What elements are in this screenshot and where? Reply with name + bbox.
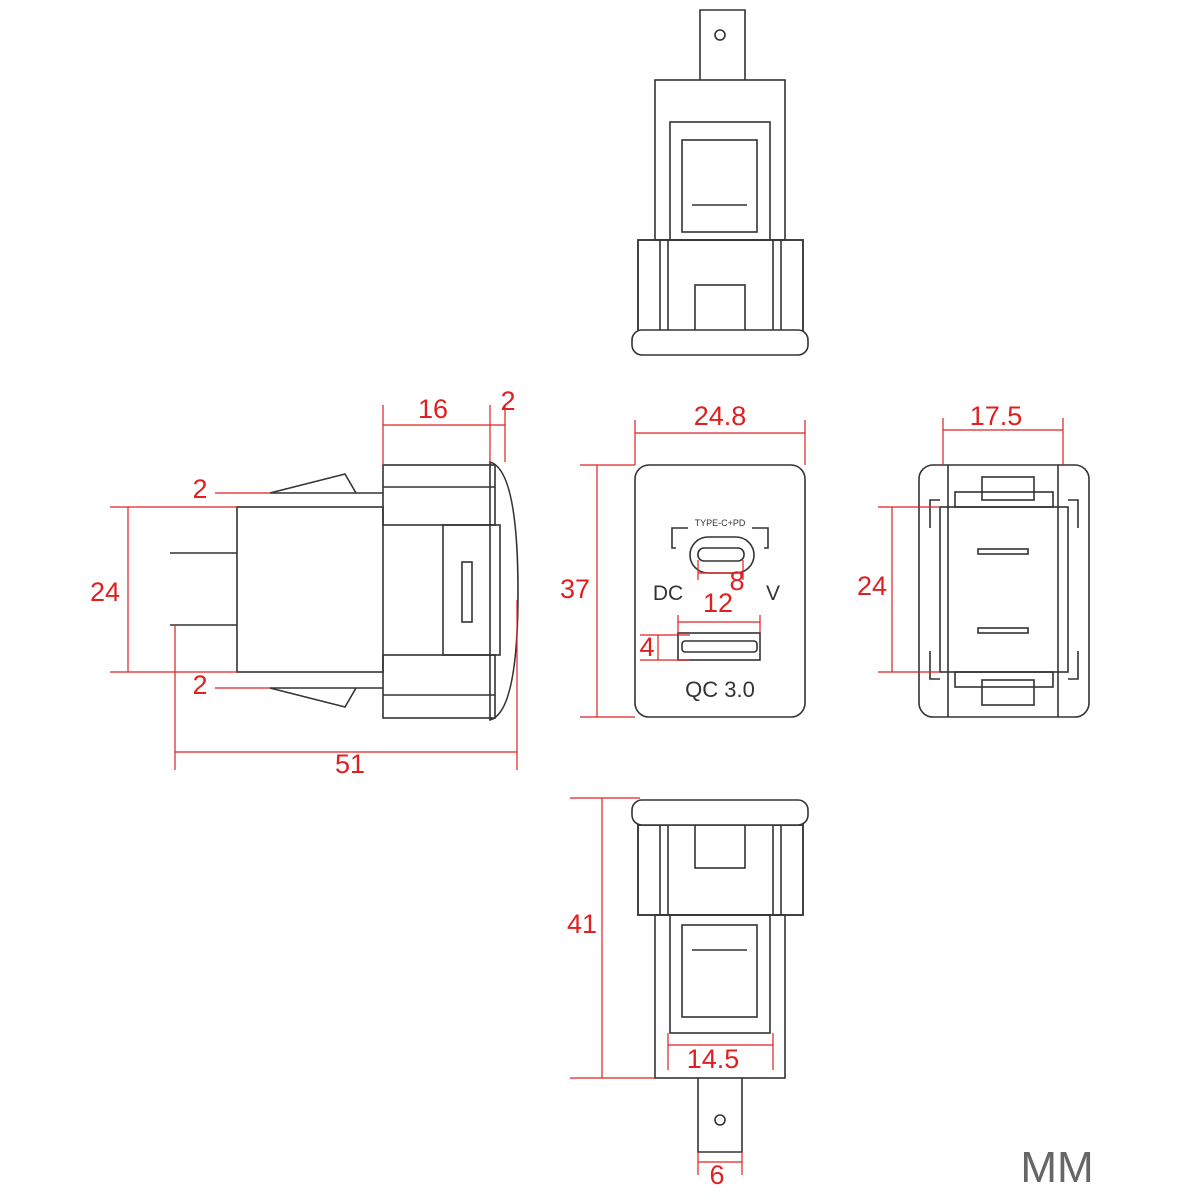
front-view: TYPE-C+PD DC V QC 3.0 <box>634 464 806 718</box>
dim-37: 37 <box>560 574 590 604</box>
dim-24-side: 24 <box>90 577 120 607</box>
dim-4: 4 <box>639 632 654 662</box>
v-label: V <box>766 582 780 605</box>
side-view <box>170 460 519 722</box>
unit-label: MM <box>1020 1143 1093 1192</box>
dim-17-5: 17.5 <box>970 401 1023 431</box>
back-view <box>918 464 1090 718</box>
dim-2-bottom: 2 <box>192 670 207 700</box>
dim-2-flange: 2 <box>500 386 515 416</box>
typec-label: TYPE-C+PD <box>695 518 746 528</box>
top-view <box>631 9 809 356</box>
qc-label: QC 3.0 <box>685 677 755 702</box>
dim-16: 16 <box>418 394 448 424</box>
dim-24-8: 24.8 <box>694 401 747 431</box>
dimension-lines <box>110 405 1064 1175</box>
dim-51: 51 <box>335 749 365 779</box>
dim-24-back: 24 <box>857 571 887 601</box>
dim-2-top: 2 <box>192 474 207 504</box>
dim-8: 8 <box>729 566 744 596</box>
dc-label: DC <box>653 582 683 605</box>
dim-14-5: 14.5 <box>687 1044 740 1074</box>
bottom-view <box>631 799 809 1153</box>
dim-41: 41 <box>567 909 597 939</box>
dim-6: 6 <box>709 1160 724 1190</box>
dim-12: 12 <box>703 588 733 618</box>
usb-a-port <box>677 632 761 661</box>
